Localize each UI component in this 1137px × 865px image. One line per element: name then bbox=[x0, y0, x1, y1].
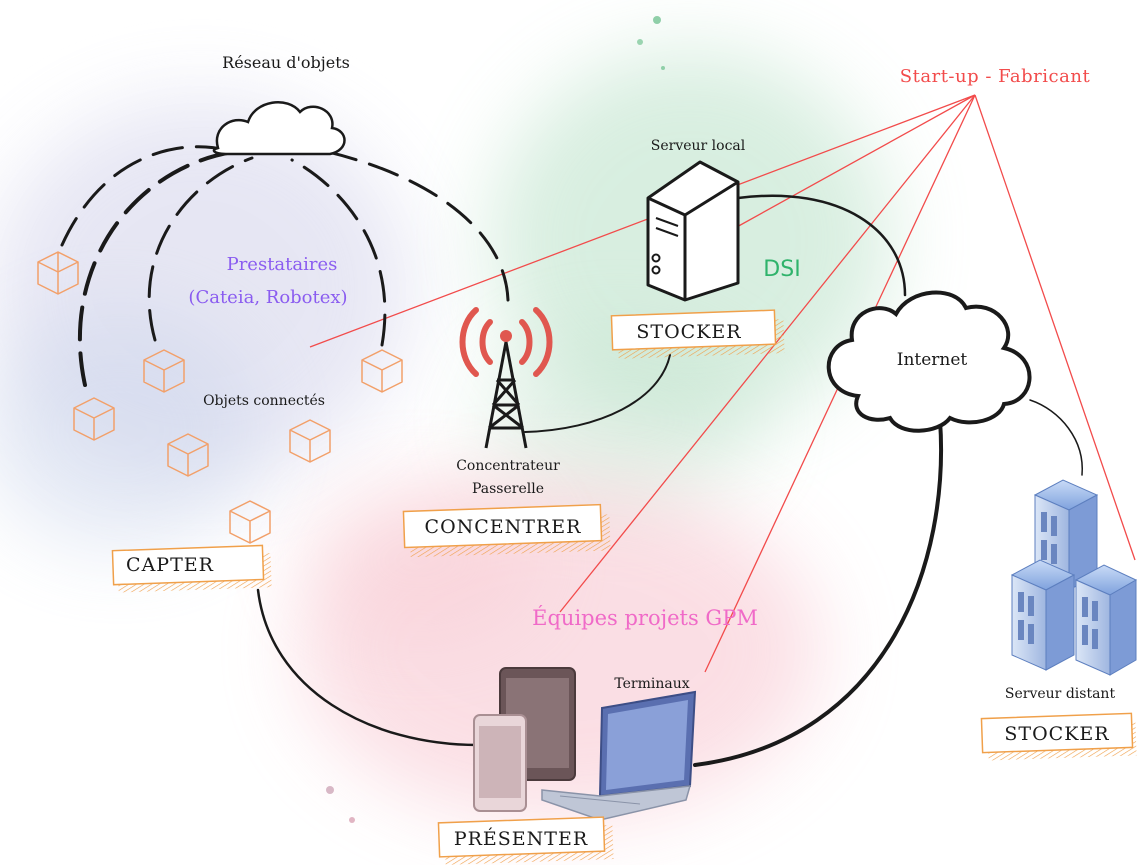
local-server-icon bbox=[646, 160, 740, 302]
stocker-local-tag[interactable]: STOCKER bbox=[610, 309, 785, 359]
capter-button[interactable]: CAPTER bbox=[126, 554, 214, 576]
serveur-distant-label: Serveur distant bbox=[1005, 686, 1116, 702]
startup-label: Start-up - Fabricant bbox=[900, 66, 1091, 87]
antenna-tower-icon bbox=[459, 307, 553, 449]
watercolor-background bbox=[0, 16, 890, 823]
connection-lines bbox=[256, 194, 1083, 767]
cube-icon bbox=[229, 500, 271, 544]
connected-object-cubes bbox=[37, 251, 403, 544]
concentrateur-label: Concentrateur bbox=[456, 458, 560, 474]
concentrer-tag[interactable]: CONCENTRER bbox=[402, 503, 611, 558]
concentrer-button[interactable]: CONCENTRER bbox=[425, 516, 582, 538]
cube-icon bbox=[37, 251, 79, 295]
terminaux-label: Terminaux bbox=[614, 676, 689, 692]
stocker-distant-tag[interactable]: STOCKER bbox=[980, 712, 1137, 761]
internet-cloud-icon bbox=[826, 290, 1032, 433]
remote-server-icon bbox=[1010, 479, 1137, 676]
reseau-label: Réseau d'objets bbox=[222, 53, 350, 72]
cube-icon bbox=[361, 349, 403, 393]
presenter-button[interactable]: PRÉSENTER bbox=[454, 827, 588, 850]
terminals-icon bbox=[473, 667, 697, 821]
internet-label: Internet bbox=[897, 350, 968, 370]
capter-tag[interactable]: CAPTER bbox=[111, 544, 272, 593]
serveur-local-label: Serveur local bbox=[651, 138, 746, 154]
cube-icon bbox=[143, 349, 185, 393]
passerelle-label: Passerelle bbox=[472, 481, 544, 497]
prestataires-label: Prestataires bbox=[227, 254, 338, 275]
cube-icon bbox=[167, 433, 209, 477]
cube-icon bbox=[289, 419, 331, 463]
equipes-label: Équipes projets GPM bbox=[532, 606, 758, 630]
objets-label: Objets connectés bbox=[203, 393, 325, 409]
dsi-label: DSI bbox=[763, 257, 800, 282]
prestataires-names: (Cateia, Robotex) bbox=[188, 287, 347, 308]
network-cloud-icon bbox=[212, 101, 346, 156]
stocker-distant-button[interactable]: STOCKER bbox=[1004, 723, 1109, 745]
cube-icon bbox=[73, 397, 115, 441]
stocker-local-button[interactable]: STOCKER bbox=[636, 321, 741, 343]
presenter-tag[interactable]: PRÉSENTER bbox=[437, 816, 614, 865]
laptop-icon bbox=[541, 690, 697, 821]
